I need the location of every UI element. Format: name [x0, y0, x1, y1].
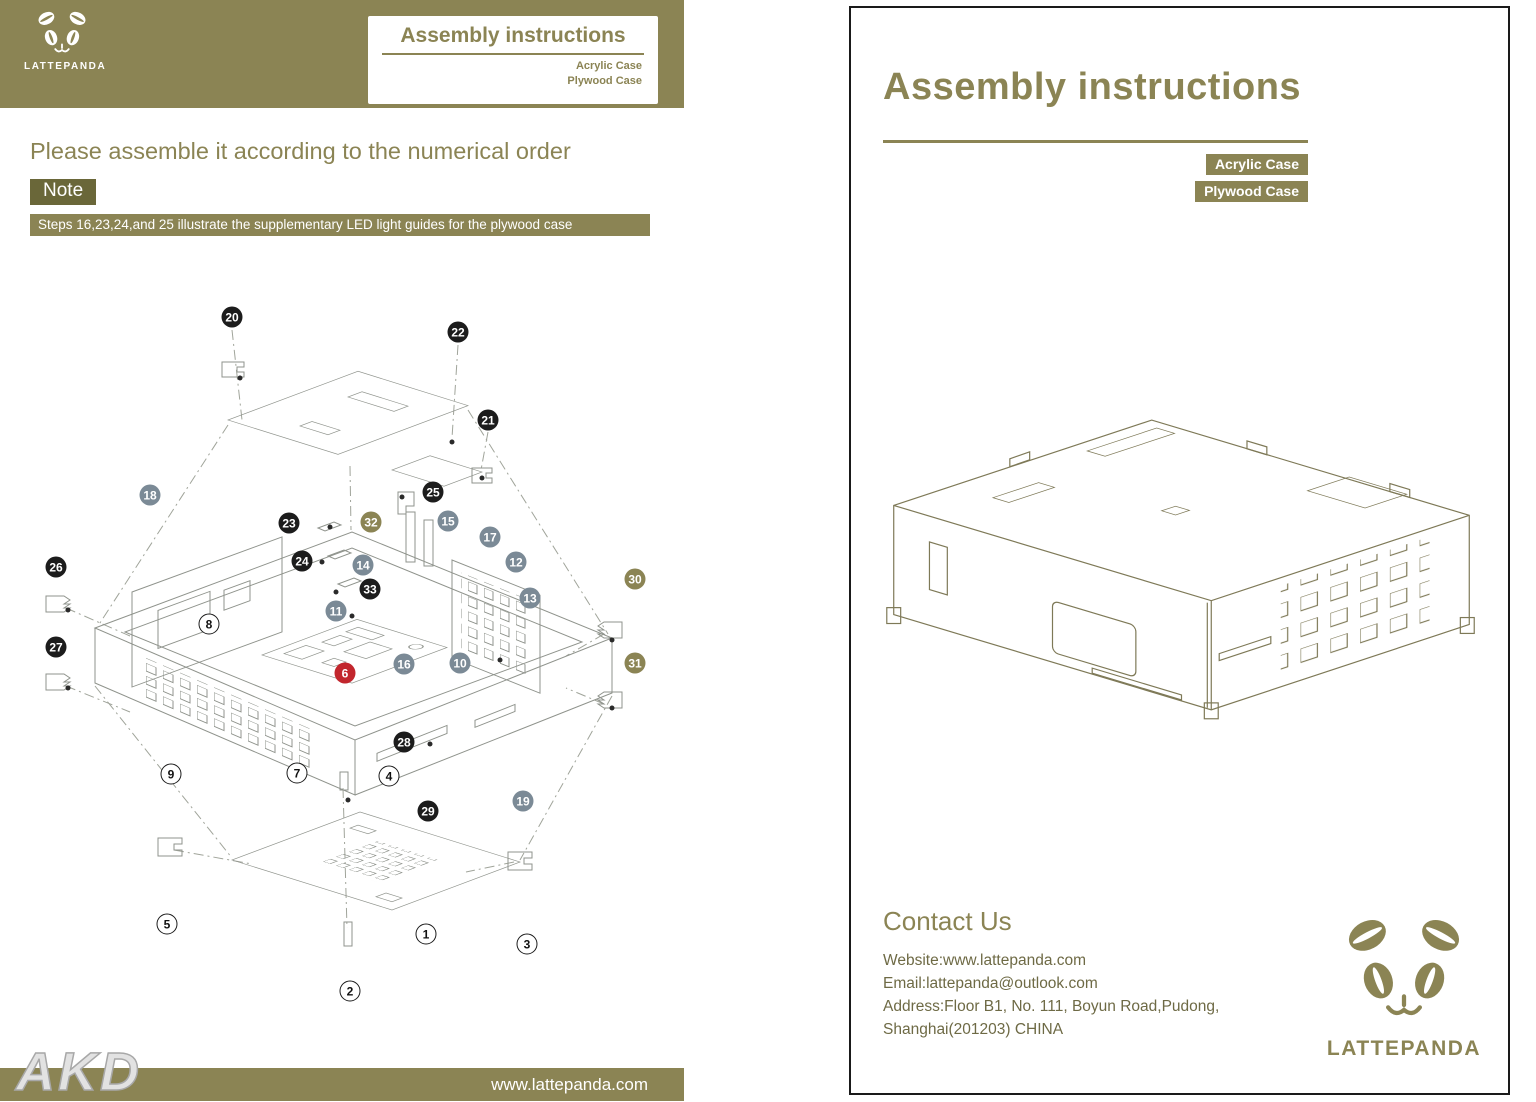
left-wall-panel — [131, 536, 283, 688]
badge-acrylic: Acrylic Case — [1205, 154, 1308, 175]
right-wall-panel — [451, 559, 541, 694]
header-case-type-acrylic: Acrylic Case — [575, 60, 642, 72]
top-cover-panel — [227, 370, 469, 455]
case-badges: Acrylic Case Plywood Case — [883, 154, 1308, 202]
header-case-type-plywood: Plywood Case — [567, 75, 642, 87]
note-label: Note — [30, 179, 97, 205]
left-header: LATTEPANDA Assembly instructions Acrylic… — [0, 0, 684, 108]
contact-heading: Contact Us — [883, 906, 1012, 936]
case-illustration — [886, 419, 1475, 720]
exploded-diagram — [0, 250, 684, 1060]
exploded-diagram-drawing — [45, 329, 623, 947]
panda-icon-large — [1328, 911, 1480, 1033]
title-rule — [883, 140, 1308, 143]
bottom-panel — [231, 811, 521, 911]
watermark: AKD — [15, 1042, 142, 1102]
lattepanda-wordmark-large: LATTEPANDA — [1326, 1037, 1482, 1060]
case-mid-ring — [93, 531, 614, 796]
left-page: LATTEPANDA Assembly instructions Acrylic… — [0, 0, 684, 1101]
contact-section: Contact Us Website:www.lattepanda.com Em… — [883, 906, 1219, 1041]
instruction-text: Please assemble it according to the nume… — [30, 138, 571, 164]
contact-address-line2: Shanghai(201203) CHINA — [883, 1021, 1064, 1038]
assembly-guide-lines — [65, 329, 613, 929]
right-title: Assembly instructions — [883, 66, 1302, 108]
lattepanda-wordmark: LATTEPANDA — [24, 61, 107, 72]
footer-url: www.lattepanda.com — [491, 1074, 648, 1094]
header-title: Assembly instructions — [382, 24, 644, 55]
panda-icon — [35, 8, 89, 53]
right-page: Assembly instructions Acrylic Case Plywo… — [849, 6, 1510, 1095]
contact-website: Website:www.lattepanda.com — [883, 952, 1087, 969]
led-light-guides — [316, 511, 434, 588]
lattepanda-logo: LATTEPANDA — [24, 8, 107, 72]
note-text: Steps 16,23,24,and 25 illustrate the sup… — [30, 214, 650, 236]
fastener-dots — [65, 375, 615, 803]
contact-address-line1: Address:Floor B1, No. 111, Boyun Road,Pu… — [883, 998, 1220, 1015]
badge-plywood: Plywood Case — [1195, 181, 1308, 202]
fastener-clips — [45, 361, 623, 947]
lattepanda-logo-large: LATTEPANDA — [1316, 911, 1492, 1061]
header-title-box: Assembly instructions Acrylic Case Plywo… — [368, 16, 658, 104]
contact-email: Email:lattepanda@outlook.com — [883, 975, 1098, 992]
top-sub-panel — [391, 455, 483, 487]
left-footer: www.lattepanda.com — [0, 1068, 684, 1101]
mainboard — [261, 619, 448, 684]
